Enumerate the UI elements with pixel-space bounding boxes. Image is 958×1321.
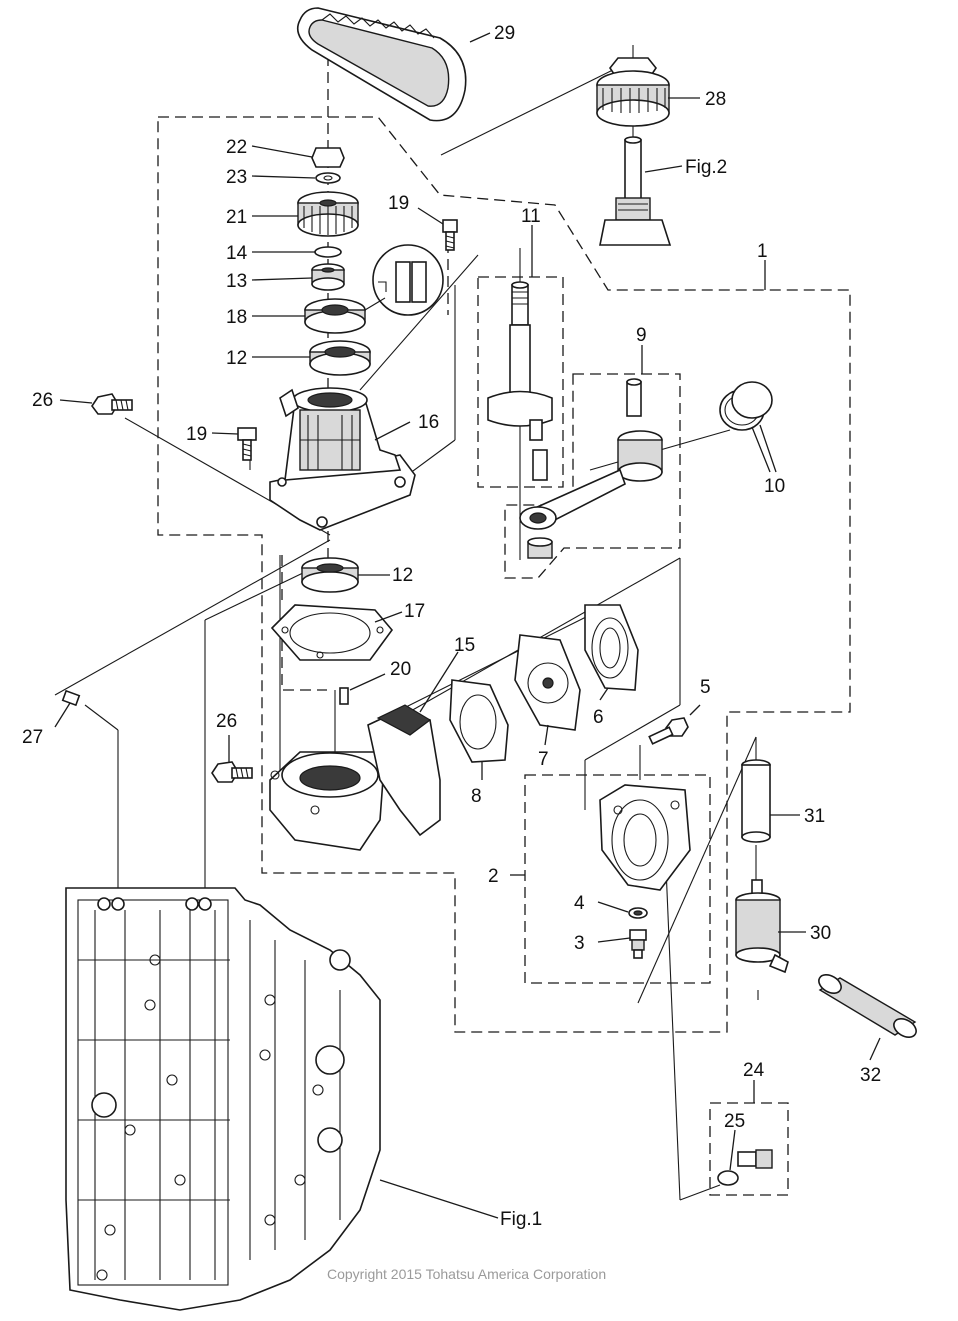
bolt-19-upper [442,219,458,251]
bearing-12-lower [301,557,359,593]
callout-19-lower: 19 [186,424,207,445]
callout-1: 1 [757,241,768,262]
callout-11: 11 [521,206,541,227]
screw-5 [648,717,689,745]
callout-9: 9 [636,325,647,346]
timing-belt [296,7,467,122]
sleeve-31 [741,759,771,843]
check-valve-3 [629,929,647,959]
seal-orientation-detail [364,244,444,316]
callout-28: 28 [705,89,726,110]
fuel-filter-30 [735,879,789,974]
cylinder-block [65,887,381,1311]
callout-4: 4 [574,893,585,914]
callout-24: 24 [743,1060,765,1081]
callout-26-lower: 26 [216,711,237,732]
conrod-9 [519,378,663,559]
piston-rings-10 [719,381,773,431]
nut-22 [311,147,345,168]
callout-8: 8 [471,786,482,807]
callout-10: 10 [764,476,785,497]
group-17-boundary [281,555,327,691]
callout-leaders [54,32,881,1219]
bolt-19-lower [237,427,257,461]
callout-32: 32 [860,1065,881,1086]
washer-4 [628,907,648,919]
dowel-27 [61,689,81,707]
bearing-12-upper [309,340,371,376]
pump-body-15 [269,704,441,851]
pump-pulley-21 [297,191,359,237]
callout-2: 2 [488,866,499,887]
gasket-8 [449,679,509,763]
group-1-boundary [157,116,851,1033]
bolt-26-upper [91,393,133,415]
callout-3: 3 [574,933,585,954]
washer-23 [315,172,341,184]
diaphragm-6 [584,604,639,691]
callout-31: 31 [804,806,825,827]
seal-18 [304,298,366,334]
washer-23-hole [323,175,333,181]
pump-housing-16 [269,387,416,531]
callout-17: 17 [404,601,425,622]
group-2-boundary [524,774,711,984]
callout-25: 25 [724,1111,745,1132]
callout-7: 7 [538,749,549,770]
callout-14: 14 [226,243,248,264]
pump-cover-2 [599,784,691,891]
callout-labels: 1 2 3 4 5 6 7 8 9 10 11 12 12 13 14 15 1… [22,23,881,1282]
callout-12-upper: 12 [226,348,247,369]
dowel-pin-20 [339,687,349,705]
callout-26-upper: 26 [32,390,53,411]
group-24-boundary [709,1102,789,1196]
callout-27: 27 [22,727,43,748]
figure-ref-fig2: Fig.2 [685,157,727,178]
hose-32 [818,974,917,1038]
callout-6: 6 [593,707,604,728]
copyright-notice: Copyright 2015 Tohatsu America Corporati… [327,1266,606,1282]
drain-plug-24 [717,1149,773,1186]
callout-15: 15 [454,635,475,656]
crankshaft-end [599,136,672,246]
callout-29: 29 [494,23,515,44]
callout-23: 23 [226,167,247,188]
callout-12-lower: 12 [392,565,413,586]
seal-13 [311,263,345,291]
callout-18: 18 [226,307,247,328]
callout-20: 20 [390,659,411,680]
pump-pulley-stack [297,147,444,376]
crank-11 [487,281,553,481]
crank-sprocket [596,57,670,127]
callout-16: 16 [418,412,439,433]
bolt-26-lower [211,761,253,783]
washer-14 [314,246,342,258]
figure-ref-fig1: Fig.1 [500,1209,542,1230]
callout-30: 30 [810,923,831,944]
callout-22: 22 [226,137,247,158]
callout-5: 5 [700,677,711,698]
gasket-17 [270,604,394,661]
callout-19-upper: 19 [388,193,409,214]
callout-13: 13 [226,271,247,292]
callout-21: 21 [226,207,247,228]
valve-plate-7 [514,634,581,731]
